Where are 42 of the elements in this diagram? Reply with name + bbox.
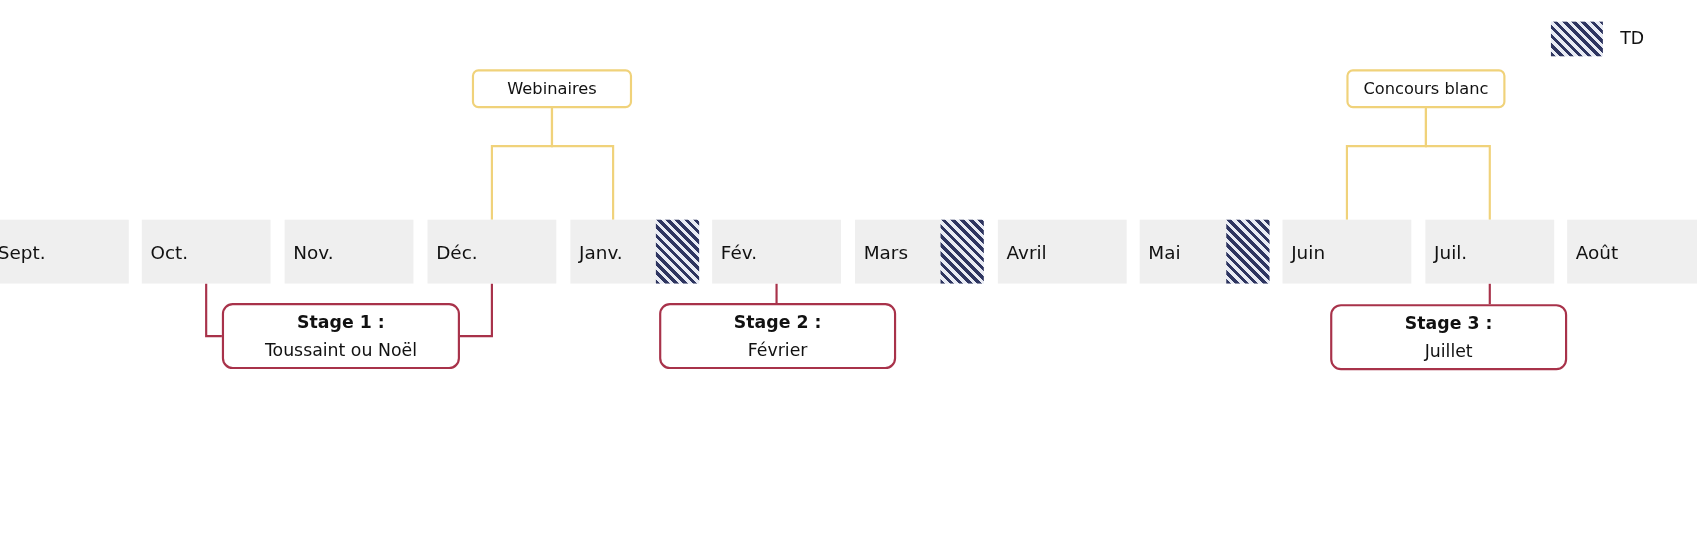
callout-box <box>1330 304 1568 371</box>
callout-title: Stage 1 : <box>297 310 385 335</box>
connector-line <box>1424 108 1491 220</box>
month-label: Oct. <box>150 240 189 263</box>
month-label: Août <box>1575 240 1619 263</box>
hatched-square <box>655 219 700 284</box>
month-box <box>570 219 656 284</box>
month-label: Avril <box>1006 240 1047 263</box>
month-label: Juin <box>1291 240 1326 263</box>
hatched-square <box>1226 219 1270 284</box>
month-label: Nov. <box>293 240 334 263</box>
connector-line <box>550 108 615 220</box>
month-box <box>1139 219 1227 284</box>
month-label: Fév. <box>720 240 757 263</box>
connector-line <box>775 283 778 304</box>
month-label: Mai <box>1148 240 1181 263</box>
month-box <box>712 219 841 284</box>
connector-line <box>1488 283 1491 305</box>
callout-text: Toussaint ou Noël <box>264 338 417 362</box>
callout-text: Juillet <box>1424 339 1473 363</box>
callout-box <box>221 303 460 370</box>
callout-label: Webinaires <box>507 79 597 99</box>
callout-label: Concours blanc <box>1363 79 1489 99</box>
month-box <box>427 219 557 284</box>
month-label: Mars <box>863 240 908 263</box>
callout-text: Février <box>747 338 808 362</box>
callout-box <box>659 303 897 370</box>
month-box <box>1282 219 1412 284</box>
connector-line <box>460 283 493 338</box>
callout-title: Stage 3 : <box>1404 311 1493 336</box>
callout-title: Stage 2 : <box>733 310 822 335</box>
hatched-square <box>940 219 984 284</box>
month-label: Juil. <box>1434 240 1468 263</box>
callout-box <box>471 69 633 109</box>
month-box <box>855 219 941 284</box>
month-label: Déc. <box>436 240 478 263</box>
legend-label: TD <box>1620 28 1645 49</box>
month-label: Janv. <box>579 240 623 263</box>
month-box <box>1425 219 1555 284</box>
callout-box <box>1346 69 1506 109</box>
month-box <box>141 219 271 284</box>
connector-line <box>205 283 222 338</box>
